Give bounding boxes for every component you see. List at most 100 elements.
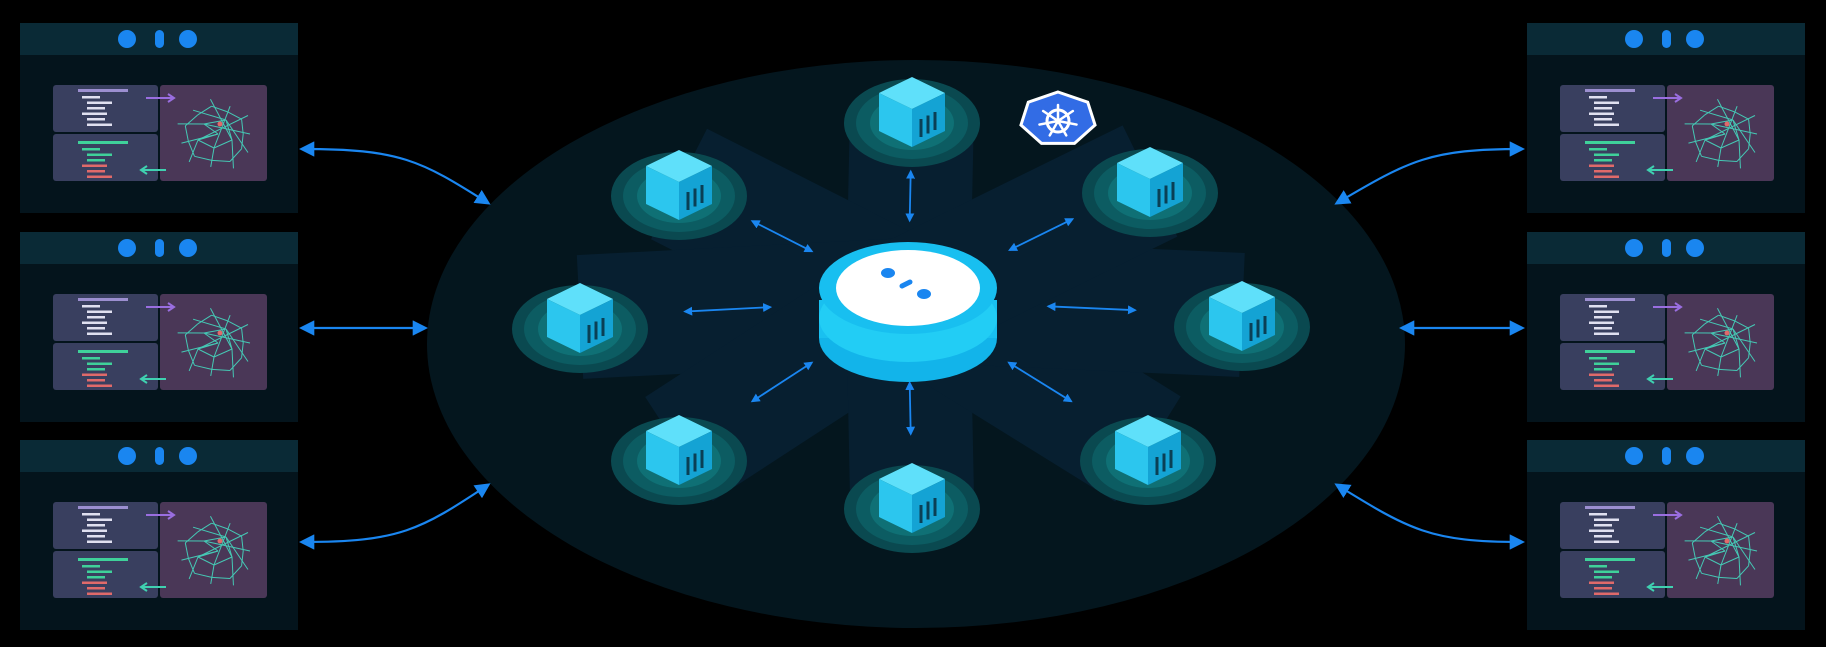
window-dot-icon[interactable] xyxy=(179,447,197,465)
code-line xyxy=(1594,310,1619,313)
window-dot-icon[interactable] xyxy=(155,447,164,465)
window-dot-icon[interactable] xyxy=(179,30,197,48)
code-box xyxy=(53,343,158,390)
client-window[interactable] xyxy=(1527,232,1805,422)
window-dot-icon[interactable] xyxy=(1625,30,1643,48)
window-dot-icon[interactable] xyxy=(1662,447,1671,465)
code-line xyxy=(1585,506,1635,509)
container-cube-icon xyxy=(1117,147,1183,217)
container-cube-icon xyxy=(879,77,945,147)
bidirectional-arrow xyxy=(750,361,814,403)
code-line xyxy=(1594,101,1619,104)
graph-node xyxy=(217,538,223,544)
code-line xyxy=(82,581,107,584)
container-cube-icon xyxy=(879,463,945,533)
window-dot-icon[interactable] xyxy=(1662,30,1671,48)
window-dot-icon[interactable] xyxy=(1686,239,1704,257)
code-line xyxy=(1594,518,1619,521)
code-line xyxy=(1594,540,1619,543)
client-window[interactable] xyxy=(20,440,298,630)
window-dot-icon[interactable] xyxy=(118,447,136,465)
container-node[interactable] xyxy=(844,77,980,167)
graph-box xyxy=(160,502,267,598)
code-box xyxy=(1560,502,1665,549)
graph-box xyxy=(1667,85,1774,181)
container-cube-icon xyxy=(1209,281,1275,351)
client-window[interactable] xyxy=(1527,440,1805,630)
bidirectional-arrow xyxy=(905,380,916,436)
code-line xyxy=(1594,118,1612,121)
bidirectional-arrow xyxy=(905,169,916,223)
code-line xyxy=(1594,107,1612,110)
code-line xyxy=(87,170,105,173)
code-line xyxy=(1594,159,1612,162)
code-box xyxy=(53,551,158,598)
graph-box xyxy=(160,294,267,390)
network-graph-icon xyxy=(1684,99,1758,169)
code-line xyxy=(1589,513,1607,516)
window-dot-icon[interactable] xyxy=(155,239,164,257)
kubernetes-icon xyxy=(1019,90,1097,145)
container-node[interactable] xyxy=(611,415,747,505)
code-line xyxy=(87,524,105,527)
code-line xyxy=(87,123,112,126)
client-window[interactable] xyxy=(20,23,298,213)
client-window[interactable] xyxy=(1527,23,1805,213)
code-line xyxy=(1594,576,1612,579)
code-line xyxy=(1594,175,1619,178)
code-line xyxy=(78,558,128,561)
window-dot-icon[interactable] xyxy=(1686,30,1704,48)
network-graph-icon xyxy=(177,516,251,586)
nodes xyxy=(512,77,1310,553)
code-line xyxy=(1594,587,1612,590)
code-line xyxy=(1594,316,1612,319)
window-dot-icon[interactable] xyxy=(1625,447,1643,465)
container-node[interactable] xyxy=(1080,415,1216,505)
bidirectional-arrow xyxy=(1007,361,1073,403)
container-cube-icon xyxy=(646,415,712,485)
client-connections xyxy=(298,141,1526,550)
code-line xyxy=(1594,524,1612,527)
code-line xyxy=(1589,357,1607,360)
code-line xyxy=(87,327,105,330)
code-line xyxy=(87,570,112,573)
window-dot-icon[interactable] xyxy=(118,30,136,48)
container-node[interactable] xyxy=(1082,147,1218,237)
container-node[interactable] xyxy=(844,463,980,553)
window-dot-icon[interactable] xyxy=(155,30,164,48)
container-cube-icon xyxy=(547,283,613,353)
container-cube-icon xyxy=(1115,415,1181,485)
code-line xyxy=(87,332,112,335)
graph-node xyxy=(1724,121,1730,127)
network-graph-icon xyxy=(177,308,251,378)
hub-logo-icon xyxy=(881,268,931,299)
code-box xyxy=(1560,343,1665,390)
container-node[interactable] xyxy=(611,150,747,240)
window-dot-icon[interactable] xyxy=(118,239,136,257)
client-window[interactable] xyxy=(20,232,298,422)
container-node[interactable] xyxy=(1174,281,1310,371)
window-dot-icon[interactable] xyxy=(1625,239,1643,257)
graph-node xyxy=(1724,538,1730,544)
code-line xyxy=(82,357,100,360)
code-line xyxy=(82,96,100,99)
container-cube-icon xyxy=(646,150,712,220)
network-graph-icon xyxy=(1684,516,1758,586)
code-line xyxy=(1589,305,1607,308)
code-line xyxy=(1589,565,1607,568)
central-hub[interactable] xyxy=(819,242,997,382)
code-line xyxy=(87,592,112,595)
network-graph-icon xyxy=(177,99,251,169)
code-line xyxy=(1594,332,1619,335)
client-connection-arrow xyxy=(298,483,491,550)
code-line xyxy=(82,321,107,324)
graph-node xyxy=(217,330,223,336)
code-line xyxy=(82,565,100,568)
container-node[interactable] xyxy=(512,283,648,373)
client-connection-arrow xyxy=(1334,483,1526,550)
code-line xyxy=(87,101,112,104)
code-line xyxy=(87,535,105,538)
window-dot-icon[interactable] xyxy=(1662,239,1671,257)
window-dot-icon[interactable] xyxy=(179,239,197,257)
window-dot-icon[interactable] xyxy=(1686,447,1704,465)
